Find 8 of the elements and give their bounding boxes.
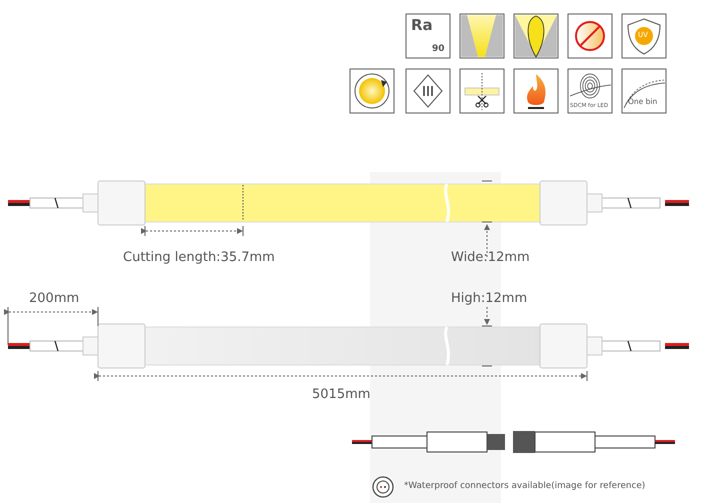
icon-caption: 90 (432, 45, 445, 54)
icon-caption: Ra (411, 18, 433, 33)
dimension-label: High:12mm (451, 292, 528, 305)
dimension-label: 5015mm (312, 388, 370, 401)
note-text: *Waterproof connectors available(image for reference) (404, 482, 646, 491)
dimension-label: 200mm (29, 292, 80, 305)
dimension-label: Wide:12mm (451, 251, 530, 264)
dimension-label: Cutting length:35.7mm (123, 251, 275, 264)
